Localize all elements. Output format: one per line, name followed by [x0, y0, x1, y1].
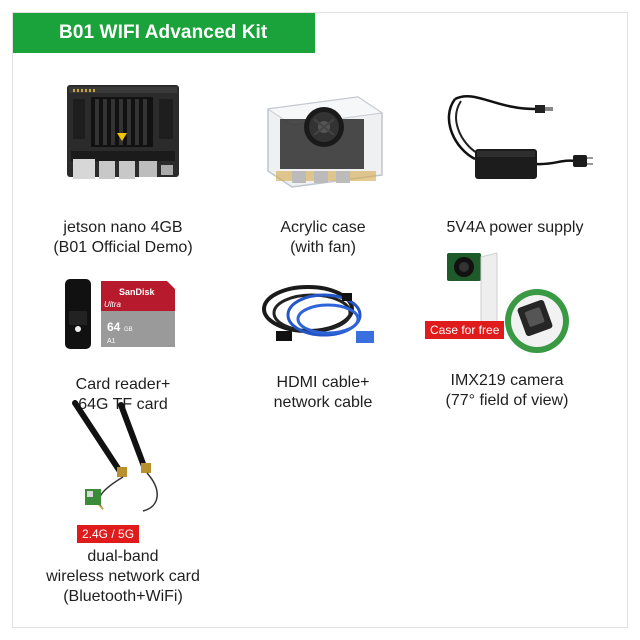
item-label-line2: (with fan) [290, 239, 356, 256]
camera-free-case-badge: Case for free [425, 321, 505, 339]
product-card: B01 WIFI Advanced Kit [12, 12, 628, 628]
item-label-line1: dual-band [87, 548, 159, 565]
item-acrylic-case: Acrylic case (with fan) [223, 79, 423, 258]
item-label-line2: (B01 Official Demo) [53, 239, 193, 256]
item-power-supply: 5V4A power supply [415, 79, 615, 238]
item-label-line1: jetson nano 4GB [63, 219, 183, 236]
item-wireless-card: 2.4G / 5G dual-band wireless network car… [23, 399, 223, 607]
item-label-line1: HDMI cable+ [276, 374, 370, 391]
cables-image [258, 275, 388, 357]
item-label-line2: wireless network card [46, 568, 200, 585]
item-camera: Case for free IMX219 camera (77° field o… [397, 249, 617, 411]
item-jetson-nano: jetson nano 4GB (B01 Official Demo) [23, 79, 223, 258]
sd-class-label: A1 [107, 338, 116, 345]
item-label-line2: network cable [273, 394, 373, 411]
item-label-line1: 5V4A power supply [446, 219, 584, 236]
item-label-line2: (77° field of view) [445, 392, 569, 409]
card-reader-image: SanDisk Ultra 64 GB A1 [63, 277, 183, 357]
item-label-line1: IMX219 camera [450, 372, 564, 389]
item-label-line3: (Bluetooth+WiFi) [63, 588, 183, 605]
item-hdmi-cable: HDMI cable+ network cable [223, 275, 423, 413]
wifi-band-badge: 2.4G / 5G [77, 525, 140, 543]
acrylic-case-image [258, 79, 388, 194]
item-label-line1: Acrylic case [280, 219, 366, 236]
camera-image: Case for free [425, 249, 577, 359]
sd-series-label: Ultra [104, 300, 121, 309]
item-card-reader: SanDisk Ultra 64 GB A1 Card reader+ 64G … [23, 277, 223, 415]
item-label-line1: Card reader+ [75, 376, 171, 393]
wireless-card-image: 2.4G / 5G [63, 399, 183, 543]
jetson-nano-board-image [63, 79, 183, 194]
page-title: B01 WIFI Advanced Kit [13, 13, 315, 53]
sd-unit-label: GB [124, 327, 133, 333]
sd-brand-label: SanDisk [119, 287, 156, 297]
power-supply-image [435, 79, 595, 194]
sd-capacity-label: 64 [107, 320, 121, 334]
